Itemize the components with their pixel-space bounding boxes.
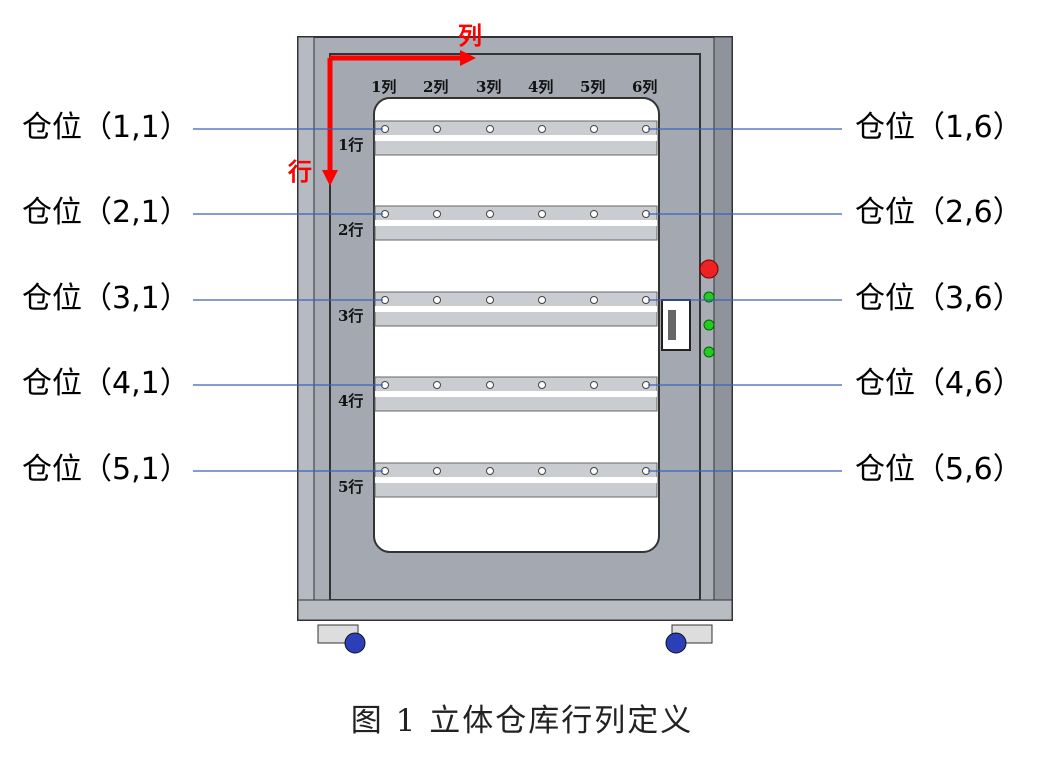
slot-hole-icon <box>433 467 441 475</box>
row-label: 2行 <box>338 221 364 239</box>
slot-label-right: 仓位（5,6） <box>855 452 1023 487</box>
slot-hole-icon <box>538 296 546 304</box>
shelf-row <box>374 376 658 412</box>
row-label: 1行 <box>338 136 364 154</box>
slot-label-right: 仓位（3,6） <box>855 281 1023 316</box>
slot-hole-icon <box>486 467 494 475</box>
caster-wheel-left-icon <box>317 624 366 654</box>
slot-label-right: 仓位（1,6） <box>855 110 1023 145</box>
green-indicator-icon <box>703 346 715 358</box>
red-button-icon <box>699 259 719 279</box>
row-label: 3行 <box>338 307 364 325</box>
slot-hole-icon <box>433 296 441 304</box>
slot-hole-icon <box>590 296 598 304</box>
row-axis-label: 行 <box>288 158 312 186</box>
shelf-row <box>374 291 658 327</box>
slot-hole-icon <box>486 210 494 218</box>
side-panel-left <box>297 36 315 621</box>
shelf-row <box>374 205 658 241</box>
column-axis-label: 列 <box>458 22 482 50</box>
shelf-row <box>374 120 658 156</box>
row-label: 5行 <box>338 478 364 496</box>
slot-hole-icon <box>590 125 598 133</box>
slot-label-left: 仓位（3,1） <box>22 281 190 316</box>
column-label: 1列 <box>371 78 397 96</box>
slot-hole-icon <box>538 210 546 218</box>
slot-hole-icon <box>590 467 598 475</box>
column-label: 5列 <box>580 78 606 96</box>
slot-hole-icon <box>538 467 546 475</box>
base-rail <box>297 599 733 621</box>
shelf-row <box>374 462 658 498</box>
slot-label-left: 仓位（1,1） <box>22 110 190 145</box>
green-indicator-icon <box>703 319 715 331</box>
column-label: 3列 <box>476 78 502 96</box>
column-label: 6列 <box>632 78 658 96</box>
slot-hole-icon <box>433 381 441 389</box>
side-panel-right <box>713 36 733 621</box>
slot-label-left: 仓位（2,1） <box>22 195 190 230</box>
caster-wheel-right-icon <box>665 624 713 654</box>
slot-label-left: 仓位（5,1） <box>22 452 190 487</box>
slot-hole-icon <box>590 210 598 218</box>
slot-hole-icon <box>433 125 441 133</box>
slot-label-right: 仓位（4,6） <box>855 366 1023 401</box>
slot-hole-icon <box>538 125 546 133</box>
column-label: 4列 <box>528 78 554 96</box>
figure-caption: 图 1 立体仓库行列定义 <box>350 703 694 739</box>
column-label: 2列 <box>423 78 449 96</box>
slot-label-left: 仓位（4,1） <box>22 366 190 401</box>
slot-hole-icon <box>590 381 598 389</box>
slot-hole-icon <box>433 210 441 218</box>
row-label: 4行 <box>338 392 364 410</box>
slot-hole-icon <box>486 381 494 389</box>
slot-hole-icon <box>486 296 494 304</box>
slot-label-right: 仓位（2,6） <box>855 195 1023 230</box>
slot-hole-icon <box>538 381 546 389</box>
slot-hole-icon <box>486 125 494 133</box>
